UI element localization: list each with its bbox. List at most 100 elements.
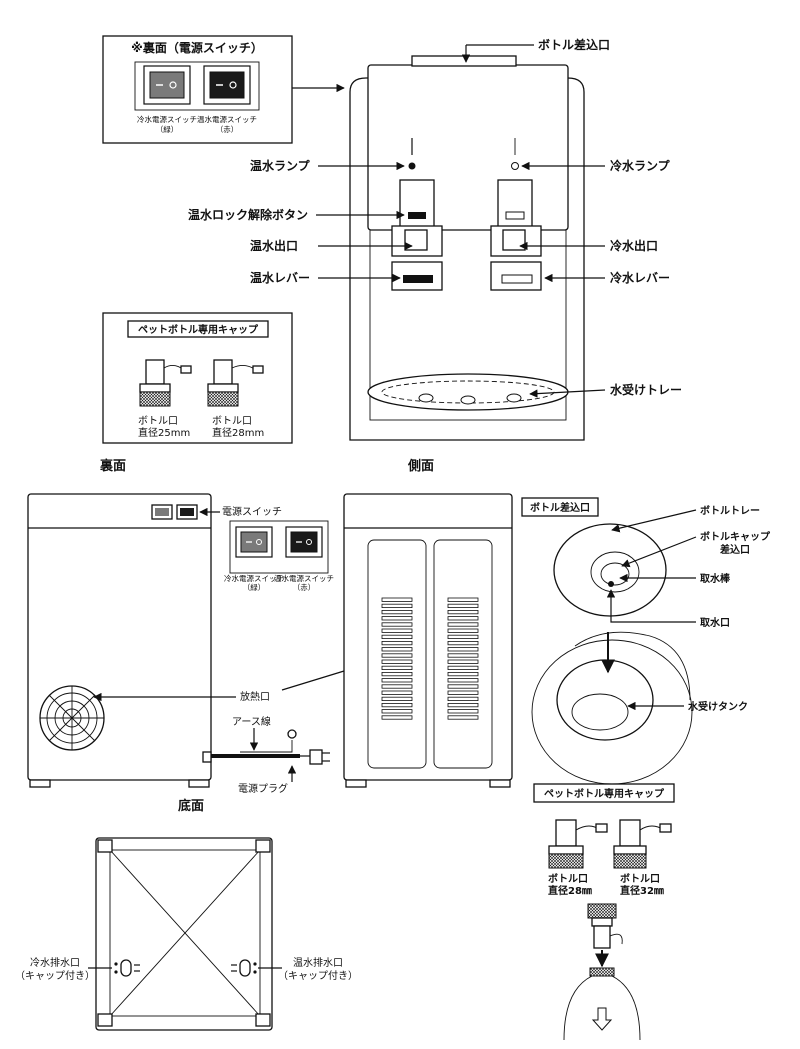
label-intake-rod: 取水棒 — [700, 572, 731, 585]
front-callouts: ボトル差込口 温水ランプ 冷水ランプ 温水ロック解除ボタン 温水出口 冷水出口 … — [188, 37, 682, 398]
svg-text:（キャップ付き）: （キャップ付き） — [278, 969, 358, 982]
vent-slat — [381, 610, 413, 615]
vent-slat — [381, 696, 413, 702]
cold-drain — [120, 959, 132, 977]
vent-slat — [381, 616, 413, 621]
bottom-callouts: 冷水排水口 （キャップ付き） 温水排水口 （キャップ付き） — [15, 956, 358, 982]
bottle-inlet-lid — [411, 55, 517, 67]
label-bottle-tray: ボトルトレー — [700, 504, 760, 517]
section-title-back: 裏面 — [99, 458, 126, 474]
back-callouts: 電源スイッチ 放熱口 アース線 電源プラグ — [93, 505, 381, 795]
label-cold-outlet: 冷水出口 — [610, 238, 658, 253]
vent-slat — [447, 709, 479, 714]
svg-text:冷水電源スイッチ: 冷水電源スイッチ — [224, 573, 284, 583]
front-top-panel — [367, 64, 569, 231]
label-hot-lever: 温水レバー — [250, 270, 310, 285]
svg-text:（緑）: （緑） — [243, 582, 266, 592]
vent-slat — [381, 597, 413, 602]
label-hot-drain: 温水排水口 — [293, 956, 343, 969]
front-view — [349, 55, 585, 441]
top-detail: ボトル差込口 — [521, 497, 693, 785]
vent-slat — [381, 665, 413, 671]
vent-slat — [381, 653, 413, 658]
vent-slat — [381, 684, 413, 689]
hot-lock-button — [408, 212, 426, 219]
front-lower-panel — [369, 229, 567, 421]
back-switch-inset: 冷水電源スイッチ （緑） 温水電源スイッチ （赤） — [224, 520, 334, 592]
vent-slat — [381, 647, 413, 652]
hot-switch-rocker — [209, 71, 245, 99]
svg-text:（緑）: （緑） — [156, 124, 179, 134]
label-cold-drain: 冷水排水口 — [30, 956, 80, 969]
svg-text:直径28mm: 直径28mm — [212, 426, 264, 439]
svg-text:温水電源スイッチ: 温水電源スイッチ — [274, 573, 334, 583]
inset-switch-title: ※裏面（電源スイッチ） — [131, 40, 263, 55]
svg-text:ボトル口: ボトル口 — [548, 872, 588, 885]
hot-outlet — [391, 225, 443, 257]
back-view — [27, 493, 330, 788]
vent-slat — [381, 622, 413, 627]
vent-slat — [381, 678, 413, 683]
vent-slat — [381, 634, 413, 640]
label-power-switch: 電源スイッチ — [222, 505, 282, 518]
top-detail-title: ボトル差込口 — [530, 501, 590, 514]
vent-slat — [447, 616, 479, 621]
vent-slat — [381, 603, 413, 609]
vent-slat — [447, 690, 479, 695]
vent-slat — [381, 709, 413, 714]
svg-text:直径28㎜: 直径28㎜ — [548, 884, 592, 897]
inset-power-switch: ※裏面（電源スイッチ） 冷水電源スイッチ （緑） 温水電源スイッチ （赤） — [102, 35, 293, 144]
vent-slat — [447, 634, 479, 640]
vent-slat — [447, 659, 479, 664]
vent-slat — [447, 641, 479, 646]
label-hot-lock-button: 温水ロック解除ボタン — [188, 207, 308, 222]
svg-text:直径32㎜: 直径32㎜ — [620, 884, 664, 897]
label-hot-lamp: 温水ランプ — [250, 158, 311, 173]
vent-slat — [381, 659, 413, 664]
vent-slat — [447, 647, 479, 652]
svg-text:（キャップ付き）: （キャップ付き） — [15, 969, 95, 982]
cold-faucet-indicator — [505, 211, 525, 220]
label-bottle-inlet: ボトル差込口 — [538, 37, 610, 52]
vent-slat — [447, 622, 479, 627]
svg-text:冷水電源スイッチ: 冷水電源スイッチ — [137, 114, 197, 124]
bottom-view — [95, 837, 273, 1031]
svg-text:直径25mm: 直径25mm — [138, 426, 190, 439]
vent-slat — [447, 665, 479, 671]
svg-text:（赤）: （赤） — [216, 125, 239, 134]
label-tank: 水受けタンク — [687, 700, 748, 713]
svg-text:（赤）: （赤） — [293, 583, 316, 592]
svg-text:ボトル口: ボトル口 — [212, 415, 252, 427]
svg-text:ボトル口: ボトル口 — [138, 415, 178, 427]
vent-slat — [381, 672, 413, 677]
label-hot-outlet: 温水出口 — [250, 238, 298, 253]
vent-slat — [447, 696, 479, 702]
cold-faucet-housing — [497, 179, 533, 231]
vent-slat — [447, 672, 479, 677]
drip-tray — [367, 373, 569, 411]
label-cap-inlet-1: ボトルキャップ — [700, 530, 771, 543]
label-cold-lamp: 冷水ランプ — [610, 158, 671, 173]
svg-text:ボトル口: ボトル口 — [620, 872, 660, 885]
vent-slat — [447, 678, 479, 683]
vent-slat — [447, 597, 479, 602]
vent-slat — [381, 715, 413, 720]
vent-slat — [381, 690, 413, 695]
cap-detail: ペットボトル専用キャップ ボトル口 直径28㎜ ボトル口 直径32㎜ — [533, 783, 675, 1041]
svg-text:ペットボトル専用キャップ: ペットボトル専用キャップ — [544, 787, 665, 800]
vent-slat — [381, 628, 413, 633]
cold-switch-rocker — [149, 71, 185, 99]
top-detail-callouts: ボトルトレー ボトルキャップ 差込口 取水棒 取水口 水受けタンク — [606, 504, 771, 713]
earth-terminal — [287, 729, 297, 739]
hot-faucet-housing — [399, 179, 435, 231]
vent-slat — [447, 715, 479, 720]
hot-lamp-dot — [408, 162, 416, 170]
section-title-bottom: 底面 — [178, 798, 204, 814]
vent-slat — [447, 603, 479, 609]
svg-text:ペットボトル専用キャップ: ペットボトル専用キャップ — [138, 323, 259, 336]
vent-slat — [447, 653, 479, 658]
power-plug — [309, 749, 323, 765]
label-vent: 放熱口 — [240, 690, 270, 703]
inset-pet-cap: ペットボトル専用キャップ ボトル口 直径25mm ボトル口 直径28mm — [102, 312, 293, 444]
cold-lamp-dot — [511, 162, 519, 170]
